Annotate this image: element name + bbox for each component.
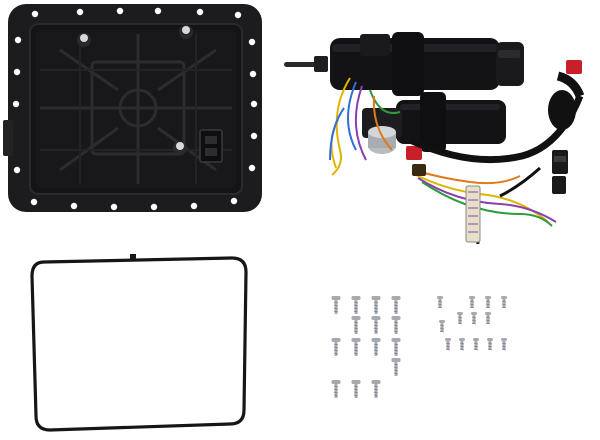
- small-screw: [459, 338, 465, 351]
- large-screw-set: [331, 296, 401, 398]
- small-screw: [439, 320, 445, 333]
- large-screw: [331, 296, 341, 314]
- large-screw: [331, 338, 341, 356]
- large-screw: [351, 380, 361, 398]
- large-screw: [351, 316, 361, 334]
- small-screw: [473, 338, 479, 351]
- small-screw-set: [437, 296, 507, 351]
- small-screw: [437, 296, 443, 309]
- drain-pan-tray: [3, 4, 262, 212]
- large-screw: [371, 338, 381, 356]
- small-screw: [501, 296, 507, 309]
- large-screw: [371, 316, 381, 334]
- small-screw: [485, 296, 491, 309]
- large-screw: [331, 380, 341, 398]
- large-screw: [391, 316, 401, 334]
- large-screw: [351, 296, 361, 314]
- large-screw: [391, 296, 401, 314]
- pump-motor-assembly: [284, 32, 585, 164]
- large-screw: [371, 296, 381, 314]
- large-screw: [371, 380, 381, 398]
- large-screw: [391, 338, 401, 356]
- rubber-gasket: [30, 254, 248, 432]
- large-screw: [391, 358, 401, 376]
- small-screw: [485, 312, 491, 325]
- small-screw: [445, 338, 451, 351]
- large-screw: [351, 338, 361, 356]
- small-screw: [487, 338, 493, 351]
- small-screw: [471, 312, 477, 325]
- small-screw: [501, 338, 507, 351]
- small-screw: [469, 296, 475, 309]
- small-screw: [457, 312, 463, 325]
- harness-connectors: [412, 90, 576, 243]
